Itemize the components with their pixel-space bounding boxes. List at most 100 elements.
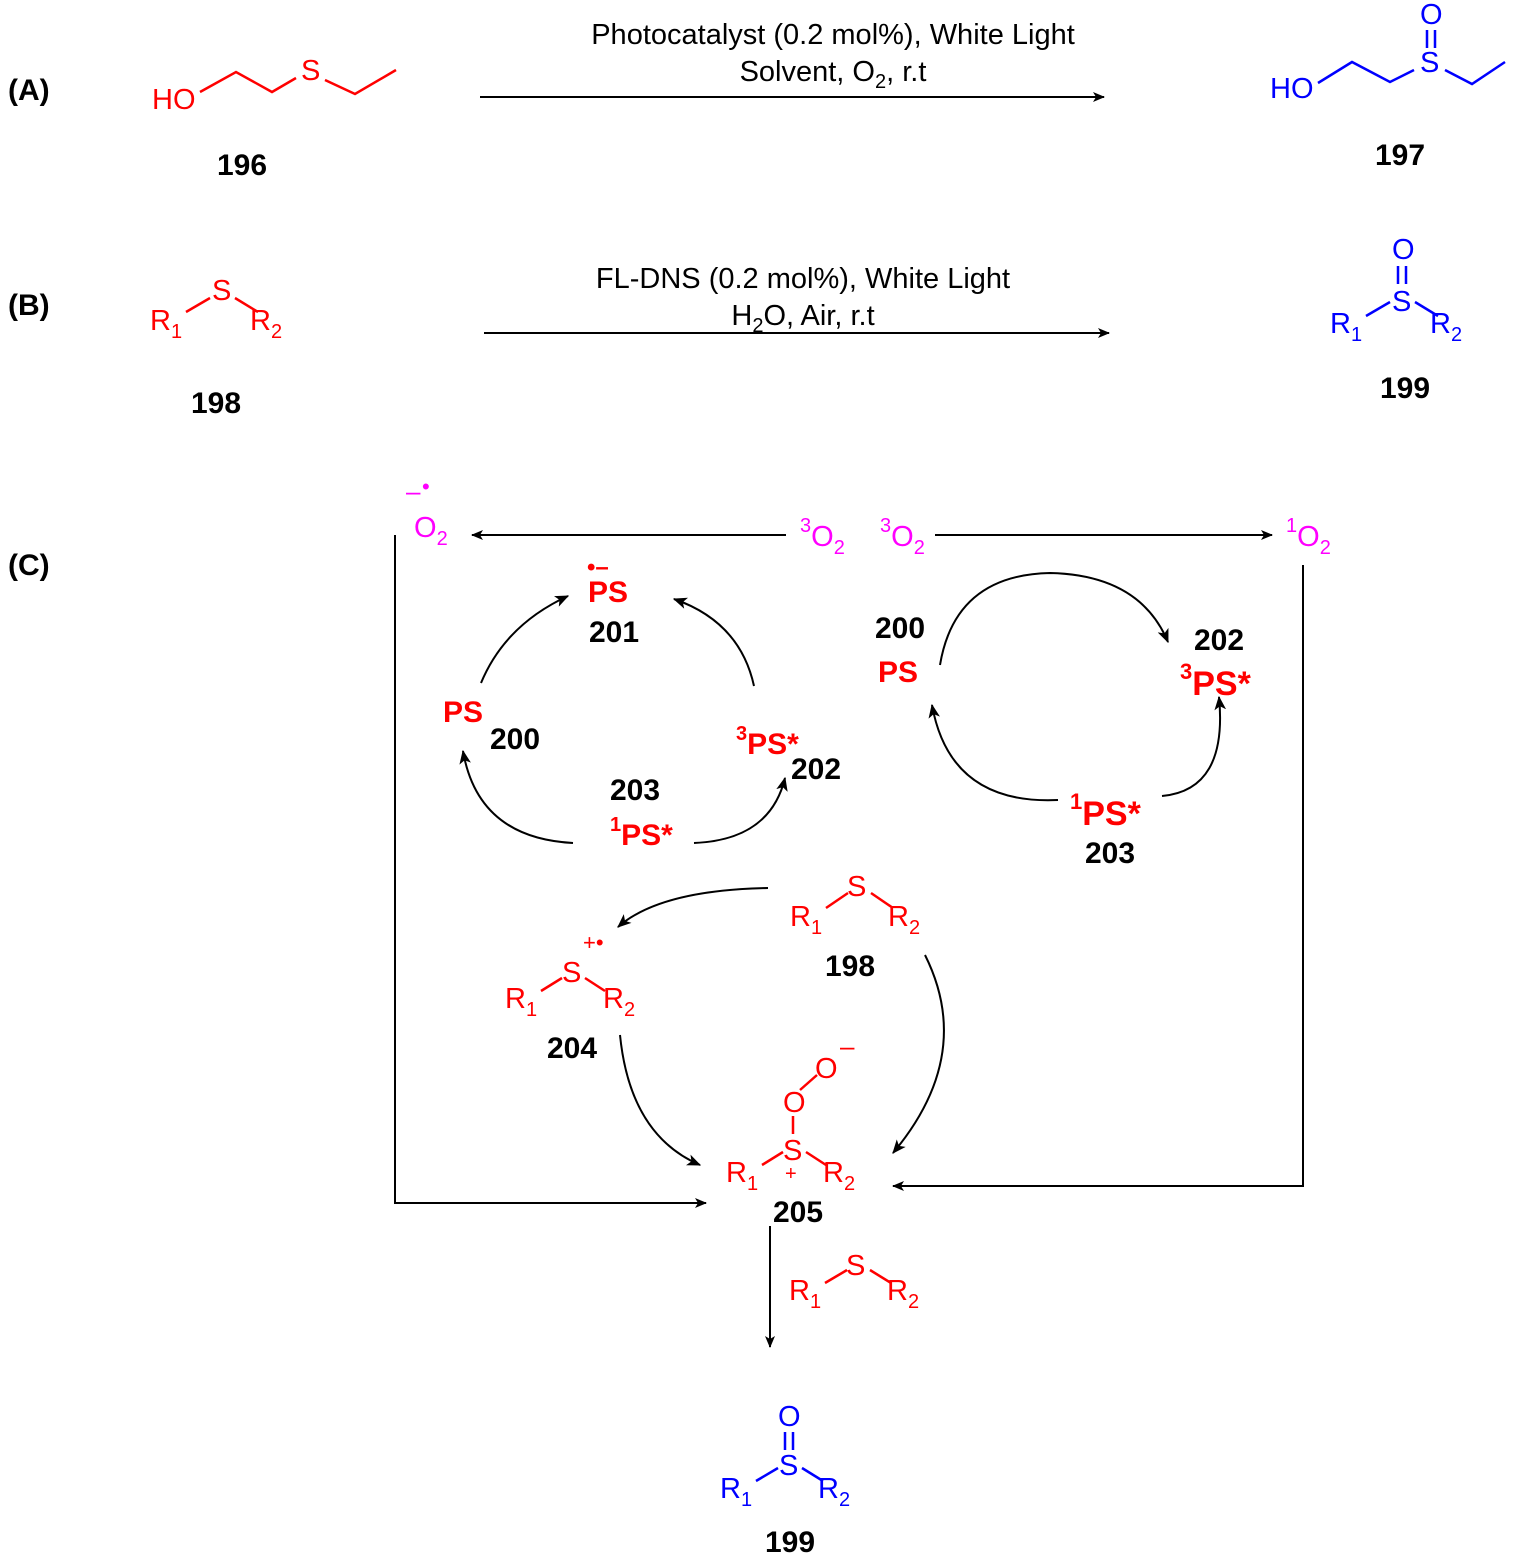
- superoxide-formula: O2: [414, 512, 448, 550]
- bond: [234, 296, 259, 314]
- atom-r2: R2: [818, 1473, 850, 1511]
- connector-singlet-to-205: [892, 565, 1304, 1191]
- bond: [869, 1268, 892, 1285]
- triplet-oxygen-right: 3O2: [880, 515, 925, 559]
- singlet-ps-right: 1PS*: [1070, 789, 1142, 833]
- bond: [1365, 300, 1391, 318]
- atom-r1: R1: [789, 1275, 821, 1313]
- atom-r1: R1: [726, 1157, 758, 1195]
- atom-ho: HO: [152, 84, 196, 116]
- compound-label-199-b: 199: [1380, 372, 1430, 405]
- atom-ho: HO: [1270, 73, 1314, 105]
- atom-r1: R1: [505, 983, 537, 1021]
- arrow-singlet-to-triplet: [693, 776, 788, 844]
- atom-r2: R2: [888, 901, 920, 939]
- radical-cation-charge: +•: [583, 930, 604, 955]
- arrow-198-to-205: [892, 954, 945, 1154]
- conditions-a-line2: Solvent, O2, r.t: [740, 56, 927, 93]
- arrow-singlet-to-ps: [928, 703, 1059, 802]
- bond: [540, 976, 563, 993]
- compound-197: HO S O: [1270, 0, 1506, 105]
- ps-radical-anion-charge: •–: [587, 554, 609, 581]
- atom-o: O: [1420, 0, 1443, 31]
- ps-radical-anion: PS: [588, 576, 628, 609]
- atom-o: O: [1392, 234, 1415, 266]
- panel-label-b: (B): [8, 289, 50, 322]
- ps-ground-left: PS: [443, 696, 483, 729]
- bond: [1444, 60, 1506, 86]
- label-200-right: 200: [875, 612, 925, 645]
- triplet-ps-right: 3PS*: [1180, 659, 1252, 703]
- arrow-ps-to-triplet: [939, 571, 1169, 666]
- atom-r2: R2: [250, 305, 282, 343]
- atom-s: S: [1392, 286, 1411, 318]
- atom-o: O: [778, 1401, 801, 1433]
- label-202-left: 202: [791, 753, 841, 786]
- singlet-ps-left: 1PS*: [610, 814, 673, 852]
- atom-r1: R1: [1330, 308, 1362, 346]
- connector-superoxide-to-205: [394, 535, 707, 1208]
- compound-label-198-b: 198: [191, 387, 241, 420]
- left-cycle: •– PS 201 PS 200 3PS* 202 203 1PS*: [443, 554, 841, 852]
- atom-s: S: [783, 1135, 802, 1167]
- arrow-204-to-205: [619, 1034, 702, 1166]
- peroxo-charge: –: [840, 1031, 855, 1061]
- arrow-singlet-to-ps: [459, 749, 574, 844]
- atom-s: S: [1420, 47, 1439, 79]
- arrow-198-to-204: [617, 887, 769, 928]
- double-bond: [1425, 30, 1437, 48]
- label-201: 201: [589, 616, 639, 649]
- atom-s: S: [562, 957, 581, 989]
- compound-204: +• S R1 R2: [505, 930, 635, 1021]
- conditions-a-line1: Photocatalyst (0.2 mol%), White Light: [591, 19, 1075, 51]
- bond: [825, 891, 849, 910]
- bond: [1414, 300, 1439, 318]
- atom-r1: R1: [150, 305, 182, 343]
- right-cycle: 200 PS 202 3PS* 1PS* 203: [875, 571, 1252, 870]
- compound-205: – O O S + R1 R2: [726, 1031, 855, 1195]
- superoxide: – • O2: [406, 474, 448, 550]
- sulfide-reagent: S R1 R2: [789, 1250, 919, 1313]
- conditions-b-line1: FL-DNS (0.2 mol%), White Light: [596, 263, 1010, 295]
- double-bond: [783, 1432, 795, 1450]
- double-bond: [1396, 266, 1408, 284]
- label-204: 204: [547, 1032, 597, 1065]
- bond: [324, 68, 397, 96]
- arrow-triplet-to-radical: [672, 597, 755, 687]
- bond: [805, 1150, 827, 1167]
- bond: [824, 1268, 848, 1285]
- atom-s: S: [846, 1250, 865, 1282]
- atom-o-bridge: O: [783, 1087, 806, 1119]
- label-203-left: 203: [610, 774, 660, 807]
- compound-196: HO S: [152, 55, 397, 116]
- atom-s: S: [847, 871, 866, 903]
- arrow-ps-to-radical: [480, 595, 570, 684]
- bond: [1317, 60, 1415, 85]
- sulfonium-plus: +: [785, 1163, 797, 1185]
- label-202-right: 202: [1194, 624, 1244, 657]
- atom-r2: R2: [1430, 308, 1462, 346]
- compound-label-196: 196: [217, 149, 267, 182]
- bond: [870, 891, 894, 910]
- atom-r2: R2: [887, 1275, 919, 1313]
- superoxide-dot: •: [422, 474, 430, 499]
- panel-label-c: (C): [8, 549, 50, 582]
- atom-r2: R2: [823, 1157, 855, 1195]
- compound-198-b: R1 S R2: [150, 275, 282, 343]
- atom-r1: R1: [720, 1473, 752, 1511]
- triplet-oxygen-left: 3O2: [800, 515, 845, 559]
- atom-o-terminal: O: [815, 1053, 838, 1085]
- compound-199-b: O S R1 R2: [1330, 234, 1462, 346]
- bond: [799, 1074, 818, 1091]
- bond: [755, 1466, 779, 1483]
- atom-s: S: [301, 55, 320, 87]
- atom-s: S: [212, 275, 231, 307]
- compound-199-c: O S R1 R2: [720, 1401, 850, 1511]
- bond: [761, 1150, 784, 1167]
- atom-r1: R1: [790, 901, 822, 939]
- compound-198-c: S R1 R2: [790, 871, 920, 939]
- bond: [185, 296, 211, 314]
- bond: [584, 976, 606, 993]
